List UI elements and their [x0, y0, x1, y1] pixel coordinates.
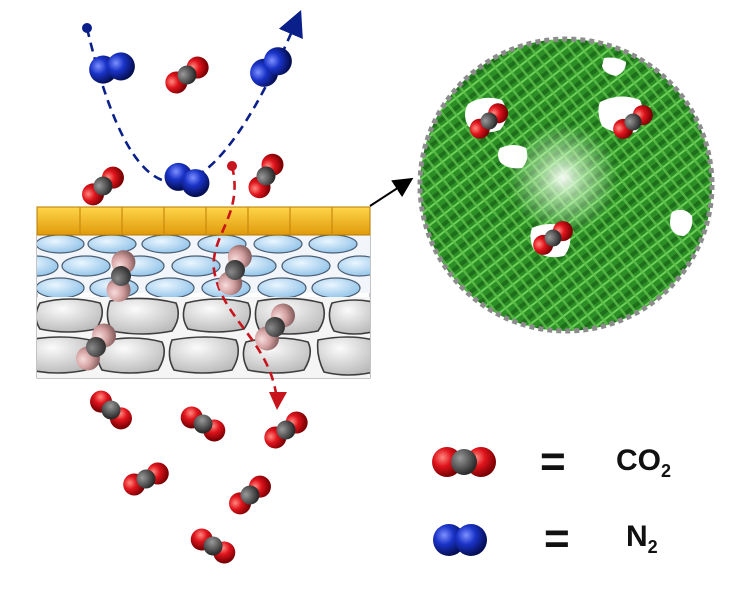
- legend-co2-icon: [432, 447, 496, 477]
- n2-molecule-icon: [89, 52, 135, 84]
- co2-path-arrowhead: [269, 392, 287, 410]
- co2-in-membrane-icon: [106, 250, 136, 302]
- co2-molecule-icon: [180, 406, 226, 442]
- legend-n2-icon: [433, 524, 487, 556]
- zoomed-framework-view: [417, 36, 715, 334]
- co2-in-membrane-icon: [254, 303, 296, 351]
- membrane: [36, 206, 371, 379]
- n2-molecule-icon: [164, 162, 210, 198]
- co2-in-membrane-icon: [218, 244, 252, 296]
- co2-molecule-icon: [264, 411, 308, 449]
- co2-molecule-icon: [613, 105, 653, 139]
- co2-molecule-icon: [82, 166, 124, 206]
- co2-molecule-icon: [533, 221, 573, 255]
- co2-molecule-icon: [165, 56, 209, 94]
- lower-porous-layer: [37, 297, 370, 378]
- co2-permeation-path: [212, 165, 279, 401]
- legend-n2-equals: =: [544, 514, 570, 563]
- n2-molecule-icon: [250, 47, 292, 87]
- n2-path-start-dot: [82, 23, 92, 33]
- legend-co2-equals: =: [540, 437, 566, 486]
- co2-molecule-icon: [229, 475, 271, 515]
- co2-path-start-dot: [227, 161, 237, 171]
- zoom-arrow: [369, 177, 414, 207]
- n2-formula-base: N: [626, 520, 648, 553]
- co2-formula-base: CO: [616, 444, 661, 477]
- zoom-circle-border: [417, 36, 715, 334]
- co2-molecule-icon: [469, 103, 509, 139]
- legend-co2-label: CO2: [616, 444, 671, 482]
- co2-molecule-icon: [123, 462, 169, 496]
- legend-n2-label: N2: [626, 520, 658, 558]
- co2-molecule-icon: [190, 528, 236, 564]
- co2-molecule-icon: [248, 153, 284, 199]
- n2-formula-subscript: 2: [647, 537, 658, 557]
- co2-formula-subscript: 2: [661, 461, 672, 481]
- selective-layer: [36, 206, 371, 236]
- co2-in-membrane-icon: [75, 323, 117, 371]
- co2-molecule-icon: [90, 390, 132, 430]
- upper-porous-layer: [37, 235, 370, 299]
